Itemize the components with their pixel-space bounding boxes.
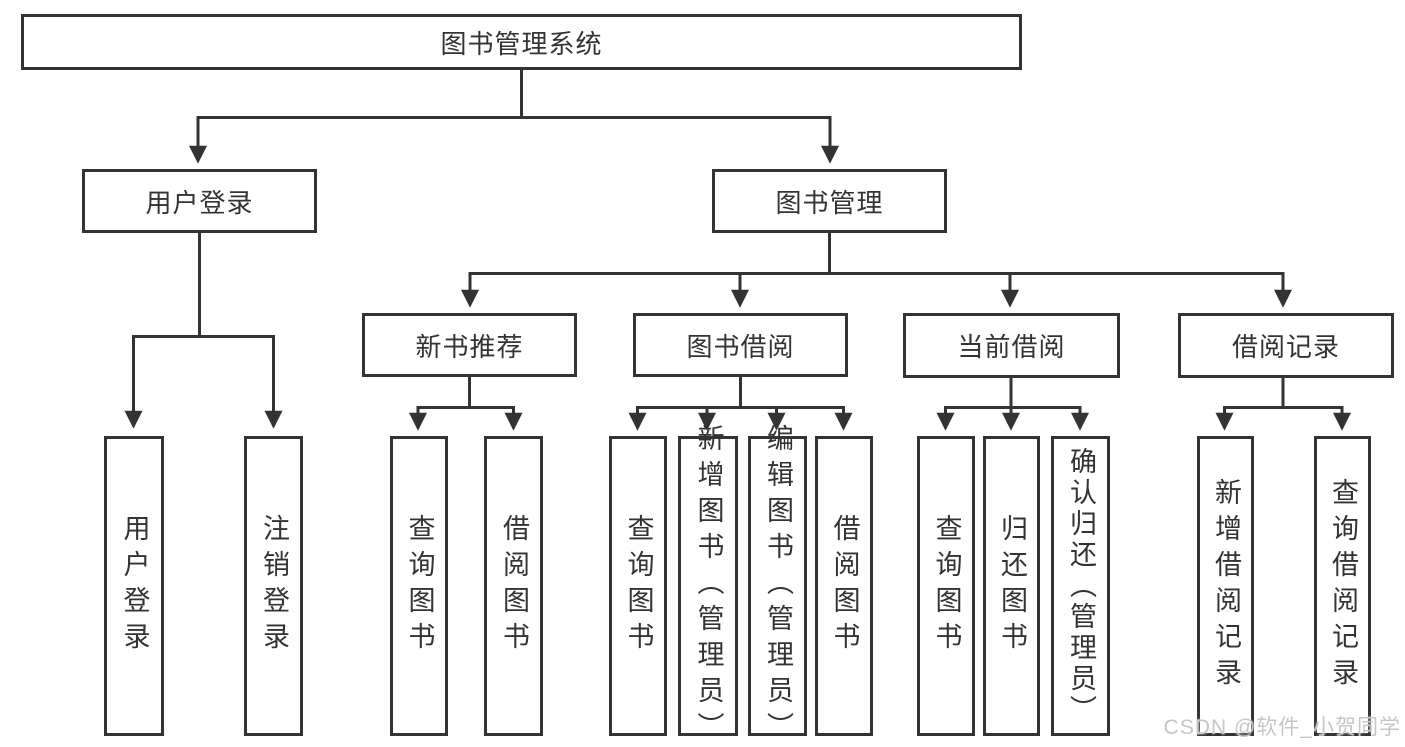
leaf-query-books-current: 查询图书 [917,436,975,736]
leaf-query-books-current-label: 查询图书 [931,514,962,658]
leaf-borrow-books-borrow-label: 借阅图书 [829,514,860,658]
leaf-user-login: 用户登录 [104,436,164,736]
leaf-confirm-return-admin-label: 确认归还（管理员） [1066,446,1096,726]
leaf-query-borrow-record-label: 查询借阅记录 [1328,478,1358,694]
leaf-add-book-admin-label: 新增图书（管理员） [693,424,724,747]
node-current-borrow: 当前借阅 [903,313,1120,378]
leaf-add-book-admin: 新增图书（管理员） [678,424,738,747]
leaf-borrow-books-borrow: 借阅图书 [815,436,873,736]
node-book-borrow: 图书借阅 [633,313,848,377]
leaf-query-books-newbook-label: 查询图书 [404,514,435,658]
node-user-login: 用户登录 [82,169,317,233]
leaf-query-books-borrow: 查询图书 [609,436,667,736]
leaf-edit-book-admin: 编辑图书（管理员） [748,424,807,747]
node-book-management: 图书管理 [712,169,947,233]
leaf-borrow-books-newbook-label: 借阅图书 [499,514,529,658]
leaf-query-books-newbook: 查询图书 [390,436,448,736]
leaf-borrow-books-newbook: 借阅图书 [484,436,543,736]
leaf-return-books-label: 归还图书 [997,514,1027,658]
node-root: 图书管理系统 [21,14,1022,70]
leaf-query-borrow-record: 查询借阅记录 [1314,436,1371,736]
node-user-login-label: 用户登录 [145,187,254,218]
node-new-book-recommend: 新书推荐 [362,313,577,377]
node-new-book-recommend-label: 新书推荐 [415,331,524,362]
node-borrow-records: 借阅记录 [1178,313,1394,378]
connector-trunks [133,68,1342,409]
leaf-query-books-borrow-label: 查询图书 [623,514,654,658]
node-book-management-label: 图书管理 [775,187,884,218]
leaf-confirm-return-admin: 确认归还（管理员） [1051,436,1110,736]
node-book-borrow-label: 图书借阅 [686,331,795,362]
leaf-logout-label: 注销登录 [259,514,289,658]
node-root-label: 图书管理系统 [440,28,603,59]
node-borrow-records-label: 借阅记录 [1231,332,1340,362]
leaf-logout: 注销登录 [244,436,303,736]
leaf-user-login-label: 用户登录 [119,514,150,658]
leaf-add-borrow-record-label: 新增借阅记录 [1211,478,1241,694]
watermark: CSDN @软件_小贺同学 [1163,716,1401,739]
leaf-edit-book-admin-label: 编辑图书（管理员） [763,424,793,747]
node-current-borrow-label: 当前借阅 [957,332,1066,362]
leaf-return-books: 归还图书 [983,436,1040,736]
leaf-add-borrow-record: 新增借阅记录 [1197,436,1254,736]
connector-arrows [124,116,1351,431]
